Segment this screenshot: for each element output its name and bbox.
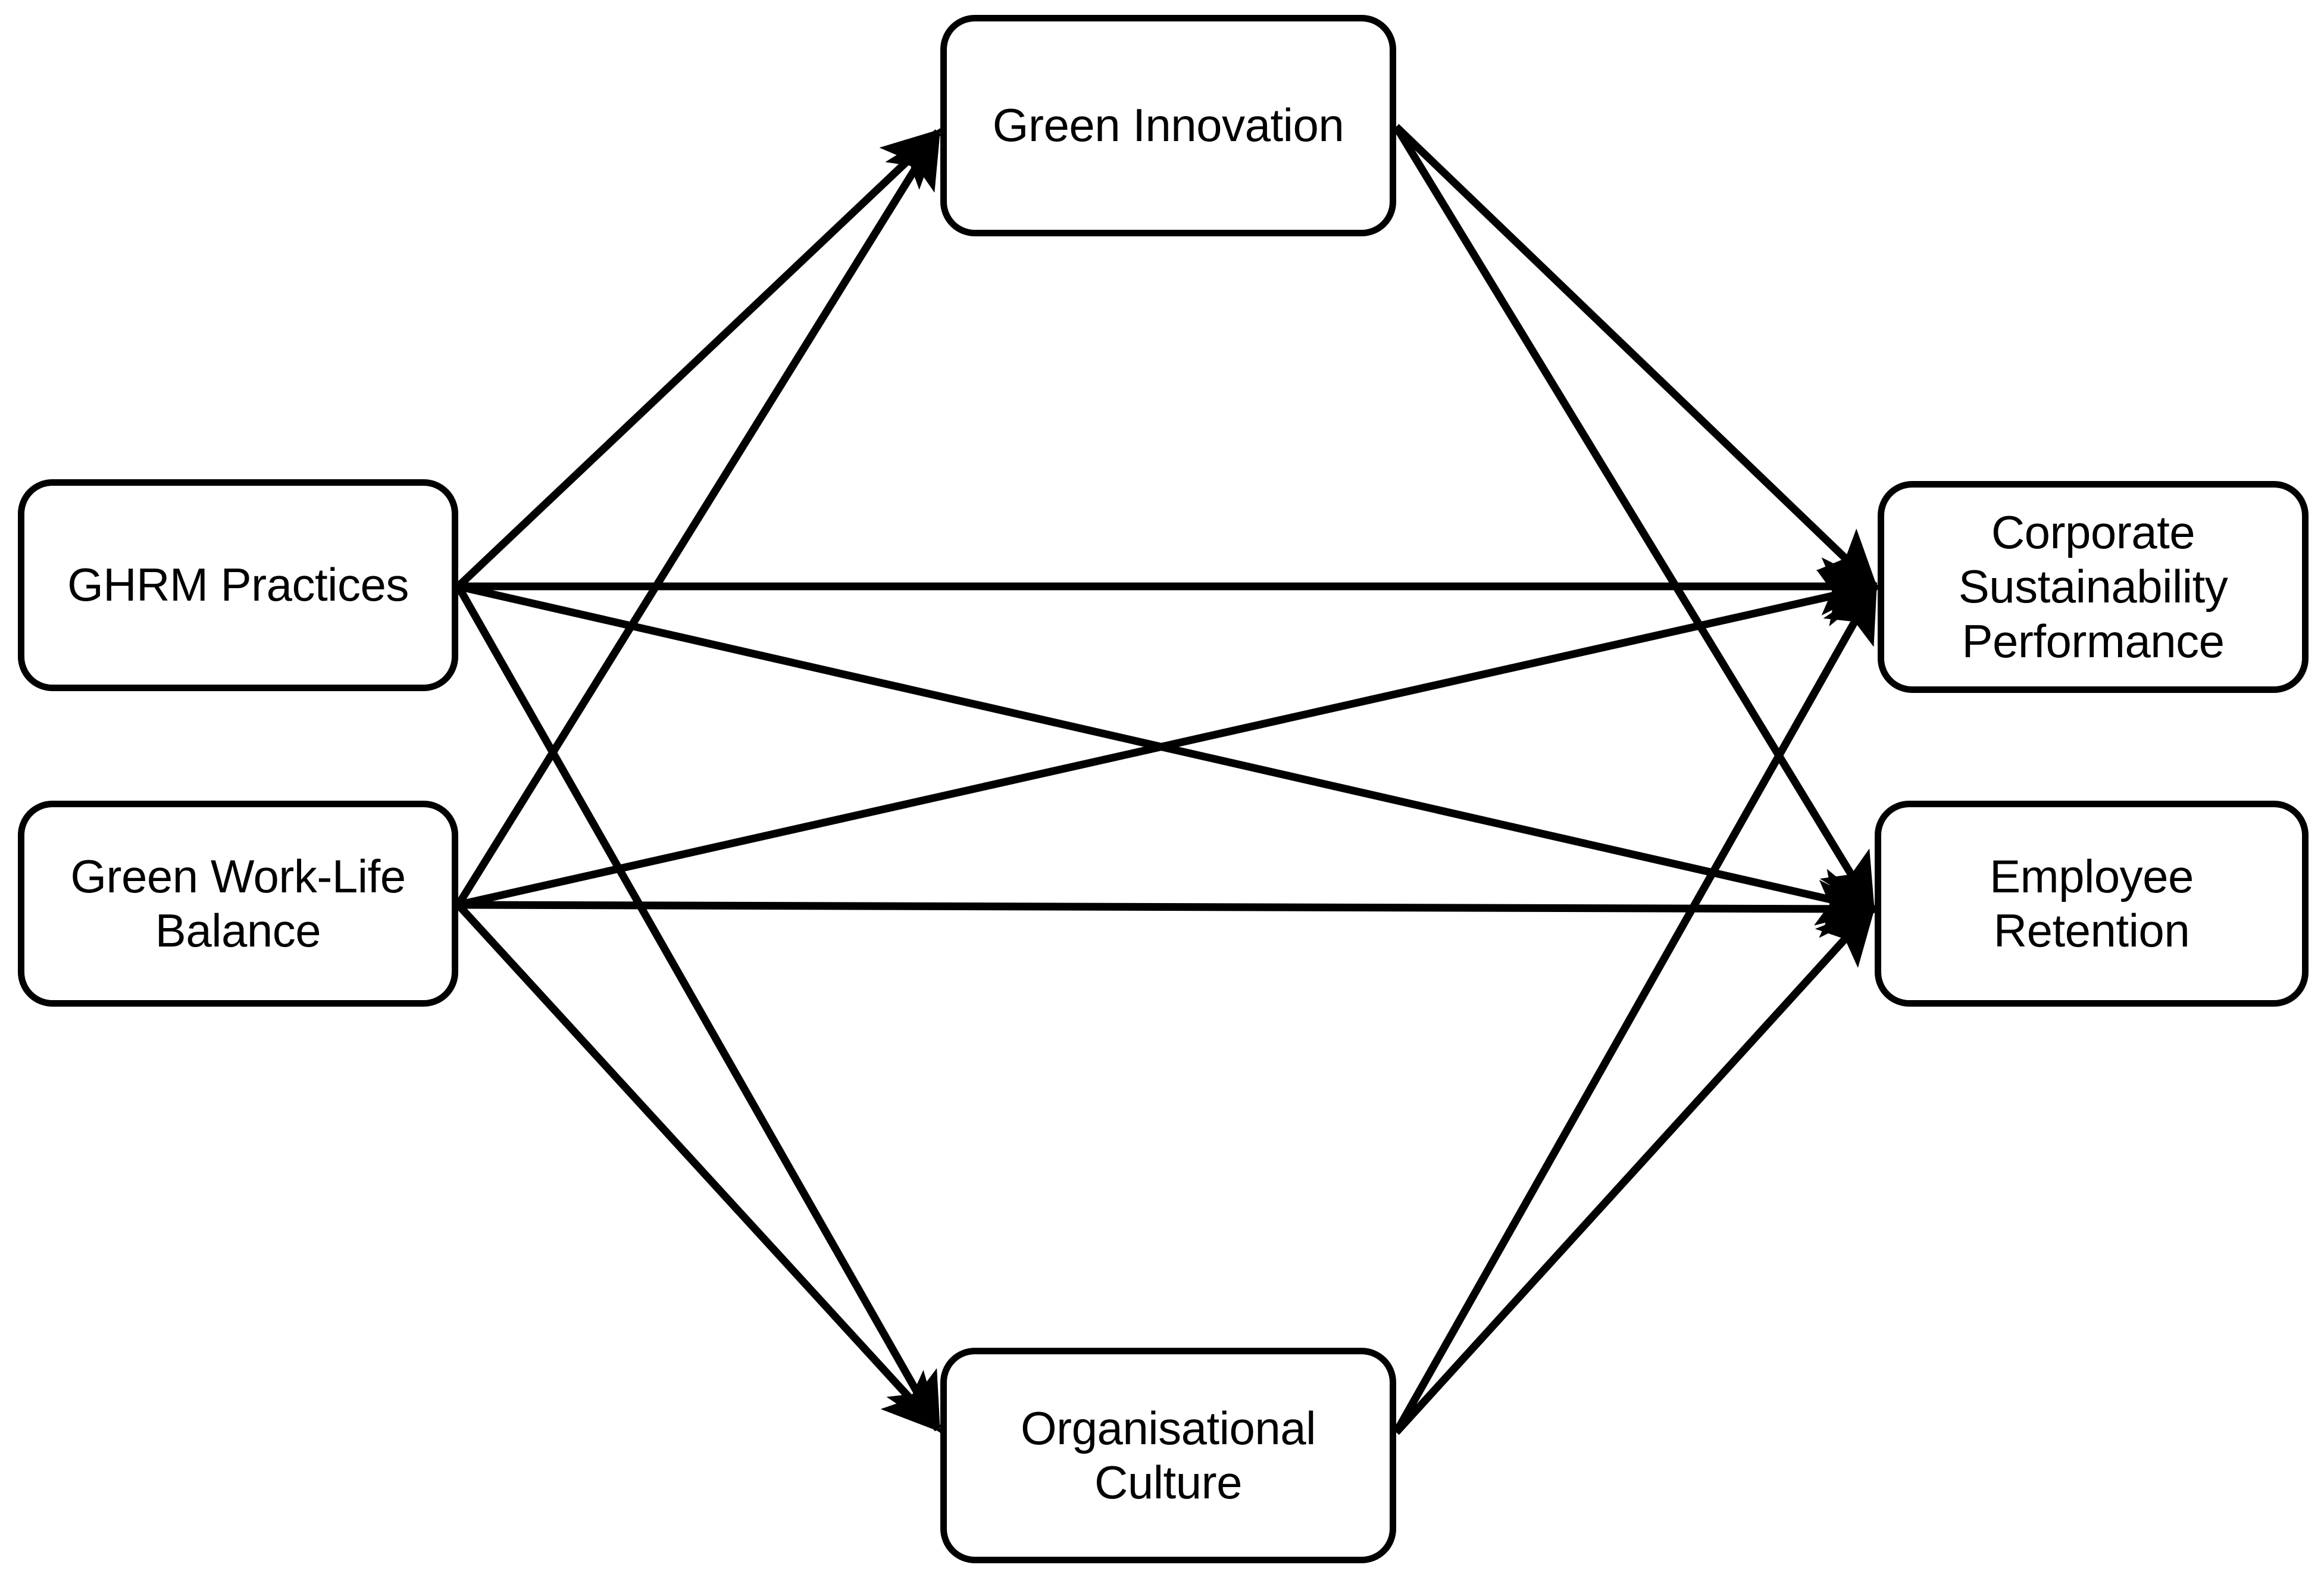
edge-gwlb-to-corporate-sustainability [457, 570, 1879, 909]
node-label-employee-retention: Employee Retention [1990, 849, 2194, 957]
edge-ghrm-to-green-innovation [455, 129, 942, 589]
node-organisational-culture[interactable]: Organisational Culture [940, 1348, 1396, 1563]
edge-organisational-culture-to-corporate-sustainability [1393, 582, 1878, 1435]
node-green-work-life-balance[interactable]: Green Work-Life Balance [18, 801, 458, 1007]
node-label-corporate-sustainability-performance: Corporate Sustainability Performance [1958, 506, 2228, 667]
edge-organisational-culture-to-employee-retention [1393, 905, 1876, 1435]
node-label-green-work-life-balance: Green Work-Life Balance [70, 849, 406, 957]
node-corporate-sustainability-performance[interactable]: Corporate Sustainability Performance [1878, 481, 2309, 693]
node-green-innovation[interactable]: Green Innovation [940, 15, 1396, 236]
node-label-green-innovation: Green Innovation [992, 99, 1344, 152]
edge-gwlb-to-employee-retention [458, 879, 1878, 938]
node-label-ghrm-practices: GHRM Practices [67, 558, 409, 611]
edge-gwlb-to-green-innovation [455, 128, 942, 907]
edge-ghrm-to-organisational-culture [455, 584, 942, 1433]
node-label-organisational-culture: Organisational Culture [1021, 1401, 1316, 1508]
edge-green-innovation-to-corporate-sustainability [1393, 124, 1878, 590]
edge-green-innovation-to-employee-retention [1393, 124, 1876, 913]
edge-gwlb-to-organisational-culture [455, 902, 942, 1432]
node-employee-retention[interactable]: Employee Retention [1875, 801, 2309, 1007]
node-ghrm-practices[interactable]: GHRM Practices [18, 479, 458, 691]
